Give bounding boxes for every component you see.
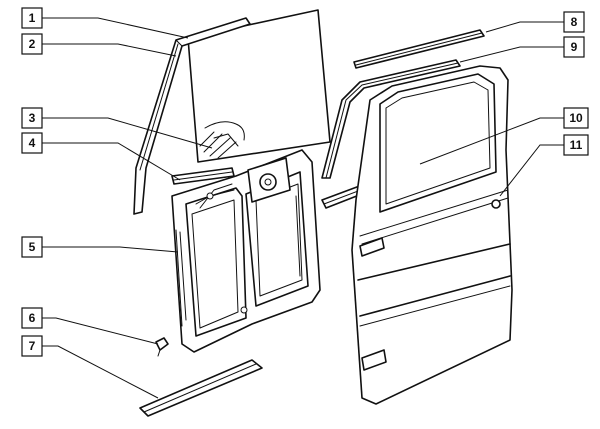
upper-belt-moulding: [353, 29, 485, 69]
callout-label: 10: [569, 111, 583, 125]
callout-label: 4: [29, 136, 36, 150]
callout-6: 6: [21, 307, 43, 329]
callout-2: 2: [21, 33, 43, 55]
callout-label: 9: [571, 40, 578, 54]
callout-5: 5: [21, 236, 43, 258]
door-frame-weatherstrip: [321, 59, 461, 179]
callout-label: 7: [29, 339, 36, 353]
lower-sill-strip: [139, 359, 263, 417]
door-shell: [351, 65, 513, 405]
callout-label: 11: [570, 138, 583, 152]
callout-label: 3: [29, 111, 36, 125]
callout-11: 11: [563, 134, 589, 156]
trim-clip: [155, 337, 169, 357]
callout-1: 1: [21, 7, 43, 29]
door-trim-panel: [171, 149, 321, 353]
callout-label: 8: [571, 15, 578, 29]
callout-9: 9: [563, 36, 585, 58]
window-glass: [187, 9, 331, 163]
callout-4: 4: [21, 132, 43, 154]
callout-3: 3: [21, 107, 43, 129]
callout-label: 1: [29, 11, 36, 25]
glass-run-channel: [133, 17, 251, 215]
callout-8: 8: [563, 11, 585, 33]
callout-7: 7: [21, 335, 43, 357]
callout-label: 2: [29, 37, 36, 51]
callout-label: 5: [29, 240, 36, 254]
leader-lines: [42, 17, 564, 399]
callout-label: 6: [29, 311, 36, 325]
callout-10: 10: [563, 107, 589, 129]
